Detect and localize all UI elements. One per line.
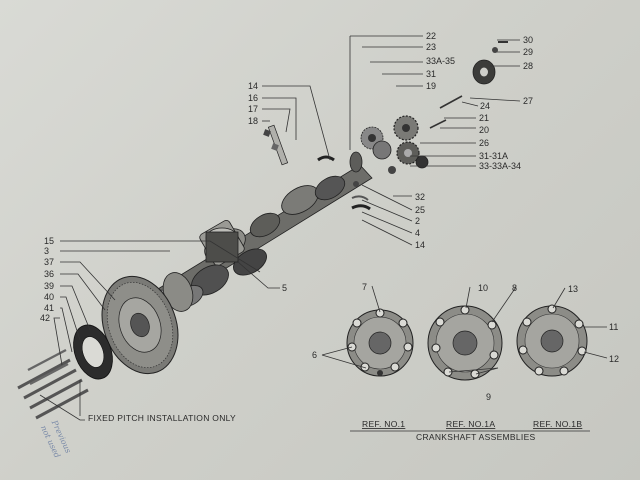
callout-26: 26 — [479, 138, 489, 148]
callout-39: 39 — [44, 281, 54, 291]
callout-5: 5 — [282, 283, 287, 293]
assembly-end-views — [321, 285, 608, 381]
callout-8: 8 — [512, 283, 517, 293]
callout-7: 7 — [362, 282, 367, 292]
assembly-callouts: 7 10 8 13 11 6 9 12 — [312, 282, 619, 402]
callout-30: 30 — [523, 35, 533, 45]
callout-11: 11 — [609, 322, 618, 332]
callout-14-upper: 14 — [248, 81, 258, 91]
callout-42: 42 — [40, 313, 50, 323]
assembly-view-ref-1 — [346, 308, 414, 377]
callout-31-31a: 31-31A — [479, 151, 508, 161]
callout-31: 31 — [426, 69, 436, 79]
ref-no-1b-caption: REF. NO.1B — [533, 419, 582, 429]
callout-20: 20 — [479, 125, 489, 135]
main-callouts: 22 23 33A-35 31 19 30 29 28 27 24 21 20 … — [40, 31, 533, 323]
callout-4: 4 — [415, 228, 420, 238]
callout-19: 19 — [426, 81, 436, 91]
callout-27: 27 — [523, 96, 533, 106]
ref-no-1-caption: REF. NO.1 — [362, 419, 405, 429]
callout-23: 23 — [426, 42, 436, 52]
callout-36: 36 — [44, 269, 54, 279]
callout-22: 22 — [426, 31, 436, 41]
callout-32: 32 — [415, 192, 425, 202]
callout-12: 12 — [609, 354, 619, 364]
callout-10: 10 — [478, 283, 488, 293]
callout-21: 21 — [479, 113, 489, 123]
callout-17: 17 — [248, 104, 258, 114]
callout-37: 37 — [44, 257, 54, 267]
callout-15: 15 — [44, 236, 54, 246]
assembly-view-ref-1a — [427, 305, 503, 381]
callout-40: 40 — [44, 292, 54, 302]
assembly-view-ref-1b — [516, 304, 588, 377]
captions: FIXED PITCH INSTALLATION ONLY REF. NO.1 … — [88, 413, 590, 442]
ref-no-1a-caption: REF. NO.1A — [446, 419, 495, 429]
callout-2: 2 — [415, 216, 420, 226]
callout-25: 25 — [415, 205, 425, 215]
flywheel-drawing — [17, 227, 239, 420]
handwritten-note: Previous not used — [39, 418, 73, 459]
gear-train-drawing — [353, 41, 508, 187]
callout-14-lower: 14 — [415, 240, 425, 250]
fixed-pitch-caption: FIXED PITCH INSTALLATION ONLY — [88, 413, 236, 423]
callout-33-33a-34: 33-33A-34 — [479, 161, 521, 171]
callout-18: 18 — [248, 116, 258, 126]
crankshaft-assemblies-caption: CRANKSHAFT ASSEMBLIES — [416, 432, 536, 442]
callout-13: 13 — [568, 284, 578, 294]
callout-28: 28 — [523, 61, 533, 71]
callout-24: 24 — [480, 101, 490, 111]
callout-6: 6 — [312, 350, 317, 360]
crankshaft-drawing — [139, 124, 373, 315]
leader-lines — [39, 35, 521, 421]
callout-41: 41 — [44, 303, 54, 313]
callout-29: 29 — [523, 47, 533, 57]
callout-33a-35: 33A-35 — [426, 56, 455, 66]
callout-3: 3 — [44, 246, 49, 256]
callout-9: 9 — [486, 392, 491, 402]
callout-16: 16 — [248, 93, 258, 103]
